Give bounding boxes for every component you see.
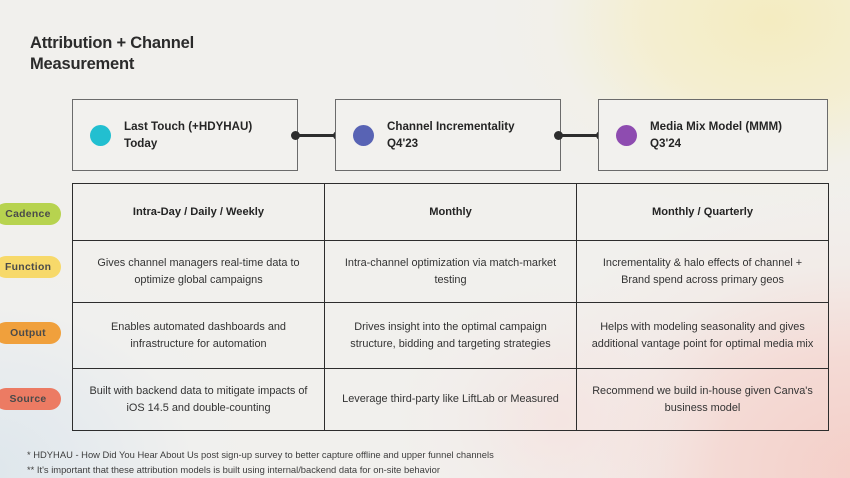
cell-source-mmm: Recommend we build in-house given Canva'… xyxy=(576,368,829,431)
cell-function-mmm: Incrementality & halo effects of channel… xyxy=(576,240,829,303)
comparison-matrix: Intra-Day / Daily / Weekly Monthly Month… xyxy=(72,183,829,431)
footnote-2: ** It's important that these attribution… xyxy=(27,464,440,476)
stage-dot-icon-last-touch xyxy=(90,124,111,146)
stage-label-media-mix-model: Media Mix Model (MMM) Q3'24 xyxy=(650,119,783,150)
row-label-output: Output xyxy=(0,322,61,344)
stage-dot-icon-media-mix-model xyxy=(616,124,637,146)
table-row-function: Gives channel managers real-time data to… xyxy=(72,240,829,303)
cell-output-incrementality: Drives insight into the optimal campaign… xyxy=(324,302,577,369)
footnote-1: * HDYHAU - How Did You Hear About Us pos… xyxy=(27,449,494,460)
cell-function-incrementality: Intra-channel optimization via match-mar… xyxy=(324,240,577,303)
stage-dot-icon-channel-incrementality xyxy=(353,124,374,146)
cell-output-last-touch: Enables automated dashboards and infrast… xyxy=(72,302,325,369)
cell-cadence-last-touch: Intra-Day / Daily / Weekly xyxy=(72,183,325,241)
table-row-source: Built with backend data to mitigate impa… xyxy=(72,368,829,431)
row-label-function: Function xyxy=(0,256,62,278)
cell-function-last-touch: Gives channel managers real-time data to… xyxy=(72,240,325,303)
cell-source-last-touch: Built with backend data to mitigate impa… xyxy=(72,368,325,431)
stage-box-media-mix-model[interactable]: Media Mix Model (MMM) Q3'24 xyxy=(598,99,828,171)
table-row-output: Enables automated dashboards and infrast… xyxy=(72,302,829,369)
stage-box-last-touch[interactable]: Last Touch (+HDYHAU) Today xyxy=(72,99,298,171)
cell-cadence-mmm: Monthly / Quarterly xyxy=(576,183,829,241)
row-label-source: Source xyxy=(0,388,61,410)
connector-line-icon xyxy=(558,133,601,137)
stage-label-last-touch: Last Touch (+HDYHAU) Today xyxy=(124,119,253,150)
connector-dot-icon-left xyxy=(554,130,563,140)
cell-source-incrementality: Leverage third-party like LiftLab or Mea… xyxy=(324,368,577,431)
footnotes: * HDYHAU - How Did You Hear About Us pos… xyxy=(27,447,494,477)
page-title: Attribution + Channel Measurement xyxy=(30,34,194,74)
cell-cadence-incrementality: Monthly xyxy=(324,183,577,241)
stage-box-channel-incrementality[interactable]: Channel Incrementality Q4'23 xyxy=(335,99,561,171)
row-label-cadence: Cadence xyxy=(0,203,61,225)
connector-dot-icon-left xyxy=(291,130,300,140)
cell-output-mmm: Helps with modeling seasonality and give… xyxy=(576,302,829,369)
stage-row: Last Touch (+HDYHAU) Today Channel Incre… xyxy=(72,99,828,171)
stage-label-channel-incrementality: Channel Incrementality Q4'23 xyxy=(387,119,515,150)
connector-line-icon xyxy=(295,133,338,137)
table-row-cadence: Intra-Day / Daily / Weekly Monthly Month… xyxy=(72,183,829,241)
